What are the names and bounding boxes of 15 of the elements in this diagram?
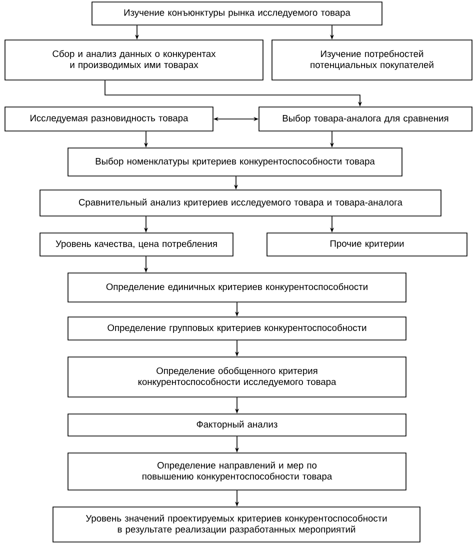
process-box: Изучение конъюнктуры рынка исследуемого товара (92, 2, 382, 26)
process-box: Уровень качества, цена потребления (40, 232, 234, 256)
process-box: Уровень значений проектируемых критериев конкурентоспособности в результате реализации разработанных мероприятий (52, 506, 420, 542)
process-box: Исследуемая разновидность товара (4, 106, 214, 132)
process-box: Прочие критерии (266, 232, 468, 256)
process-box: Факторный анализ (68, 414, 406, 436)
process-box: Сбор и анализ данных о конкурентах и производимых ими товарах (4, 40, 264, 80)
process-box: Изучение потребностей потенциальных покупателей (272, 40, 472, 80)
process-box: Определение единичных критериев конкурентоспособности (68, 272, 406, 302)
process-box: Выбор номенклатуры критериев конкурентоспособности товара (68, 148, 402, 176)
process-box: Определение направлений и мер по повышению конкурентоспособности товара (68, 452, 406, 490)
process-box: Сравнительный анализ критериев исследуемого товара и товара-аналога (40, 190, 442, 216)
process-box: Выбор товара-аналога для сравнения (258, 106, 472, 132)
process-box: Определение групповых критериев конкурентоспособности (68, 316, 406, 340)
process-box: Определение обобщенного критерия конкурентоспособности исследуемого товара (68, 356, 406, 398)
